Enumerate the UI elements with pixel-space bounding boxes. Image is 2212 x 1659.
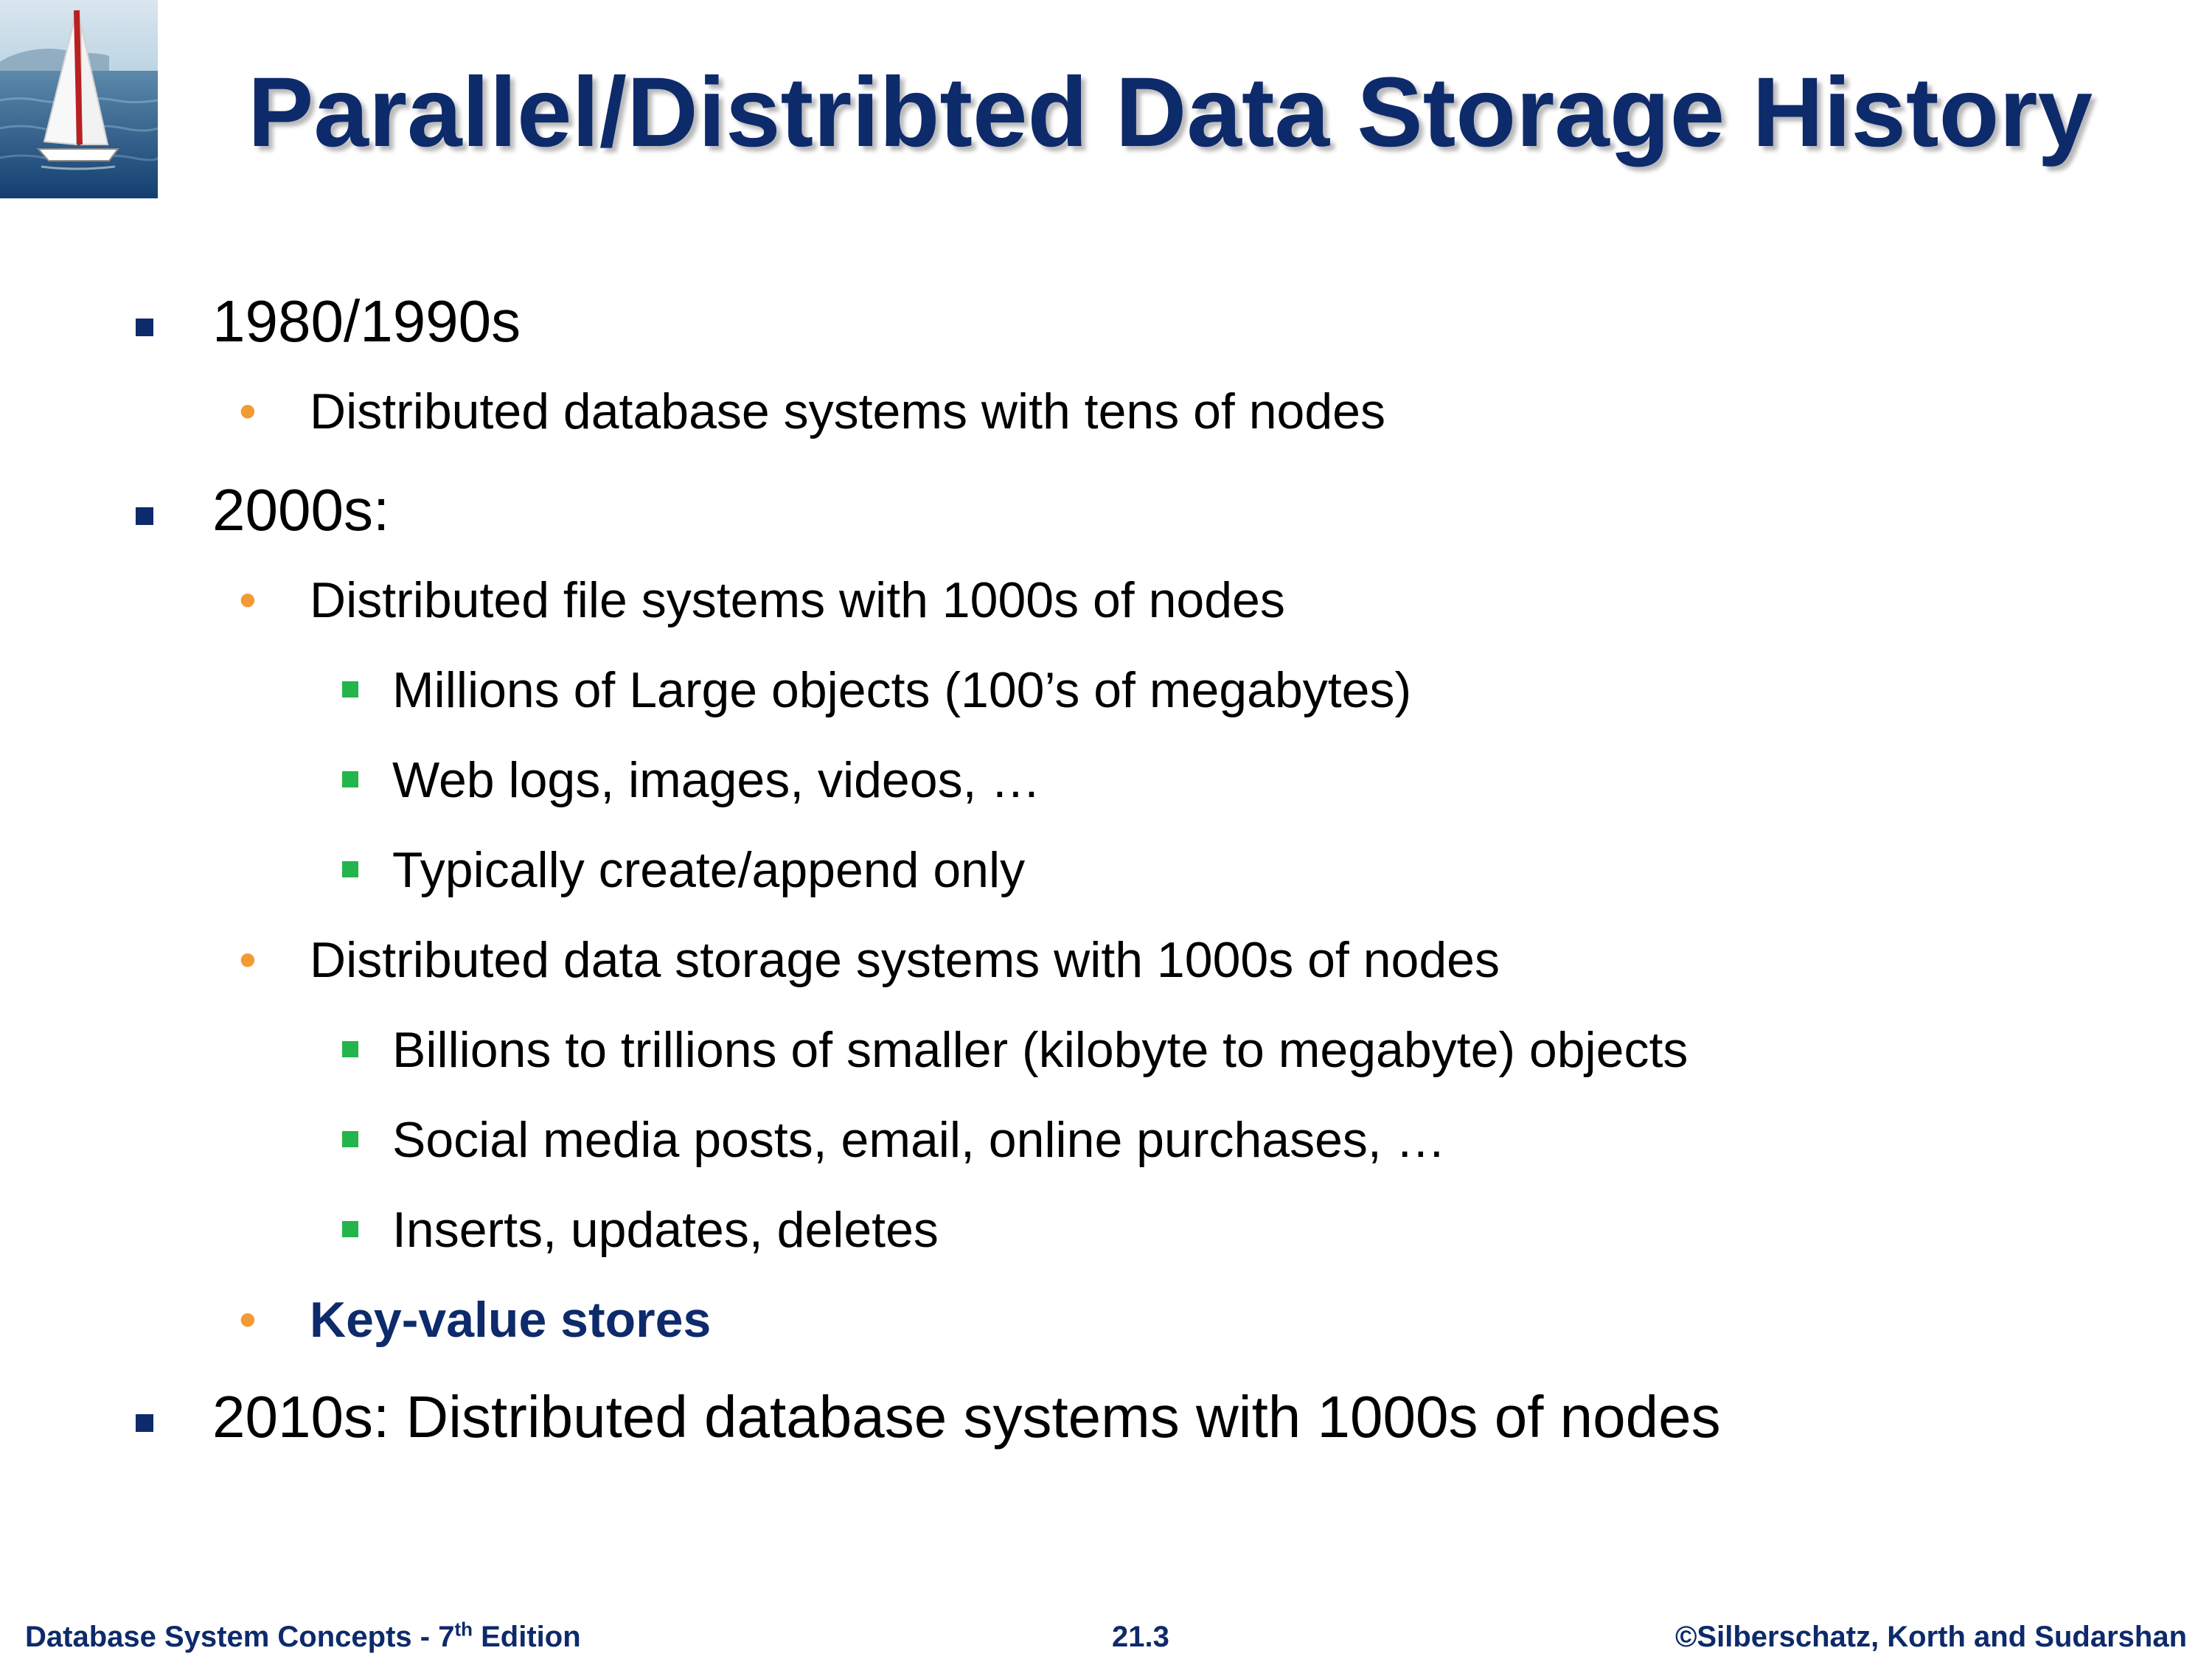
list-item: Social media posts, email, online purcha… [0, 1109, 2212, 1171]
list-item-text: Distributed file systems with 1000s of n… [310, 572, 1285, 628]
green-square-bullet-icon [342, 861, 358, 877]
footer-left: Database System Concepts - 7th Edition [25, 1619, 581, 1655]
footer-book-title: Database System Concepts - 7 [25, 1621, 455, 1653]
list-item-text: Inserts, updates, deletes [392, 1202, 939, 1258]
list-item: 2010s: Distributed database systems with… [0, 1382, 2212, 1453]
list-item: Inserts, updates, deletes [0, 1199, 2212, 1261]
footer-edition-word: Edition [473, 1621, 581, 1653]
list-item: • Distributed database systems with tens… [0, 380, 2212, 442]
list-item-text: Key-value stores [310, 1292, 712, 1348]
list-item: Typically create/append only [0, 839, 2212, 901]
square-bullet-icon [136, 319, 153, 336]
slide-title: Parallel/Distribted Data Storage History [248, 58, 2093, 167]
square-bullet-icon [136, 1414, 153, 1432]
list-item: Millions of Large objects (100’s of mega… [0, 659, 2212, 721]
list-item-text: Typically create/append only [392, 842, 1026, 898]
list-item-text: Millions of Large objects (100’s of mega… [392, 662, 1412, 718]
green-square-bullet-icon [342, 1221, 358, 1237]
list-item-text: 2010s: Distributed database systems with… [212, 1384, 1721, 1450]
green-square-bullet-icon [342, 1131, 358, 1147]
green-square-bullet-icon [342, 681, 358, 698]
list-item: • Key-value stores [0, 1289, 2212, 1351]
green-square-bullet-icon [342, 771, 358, 787]
list-item-text: Distributed database systems with tens o… [310, 383, 1385, 439]
list-item: 1980/1990s [0, 286, 2212, 357]
footer-edition-suffix: th [454, 1618, 473, 1641]
sailboat-logo [0, 0, 158, 198]
dot-bullet-icon: • [239, 383, 257, 439]
square-bullet-icon [136, 507, 153, 525]
copyright-notice: ©Silberschatz, Korth and Sudarshan [1674, 1621, 2187, 1653]
list-item: 2000s: [0, 475, 2212, 546]
slide-number: 21.3 [1112, 1621, 1169, 1653]
list-item-text: Web logs, images, videos, … [392, 752, 1041, 808]
green-square-bullet-icon [342, 1041, 358, 1057]
list-item-text: 2000s: [212, 477, 390, 543]
list-item-text: 1980/1990s [212, 288, 521, 354]
dot-bullet-icon: • [239, 932, 257, 988]
list-item: • Distributed file systems with 1000s of… [0, 569, 2212, 631]
list-item-text: Billions to trillions of smaller (kiloby… [392, 1022, 1688, 1078]
list-item-text: Distributed data storage systems with 10… [310, 932, 1500, 988]
dot-bullet-icon: • [239, 572, 257, 628]
list-item: Web logs, images, videos, … [0, 749, 2212, 811]
list-item: Billions to trillions of smaller (kiloby… [0, 1019, 2212, 1081]
dot-bullet-icon: • [239, 1292, 257, 1348]
list-item-text: Social media posts, email, online purcha… [392, 1112, 1446, 1168]
list-item: • Distributed data storage systems with … [0, 929, 2212, 991]
